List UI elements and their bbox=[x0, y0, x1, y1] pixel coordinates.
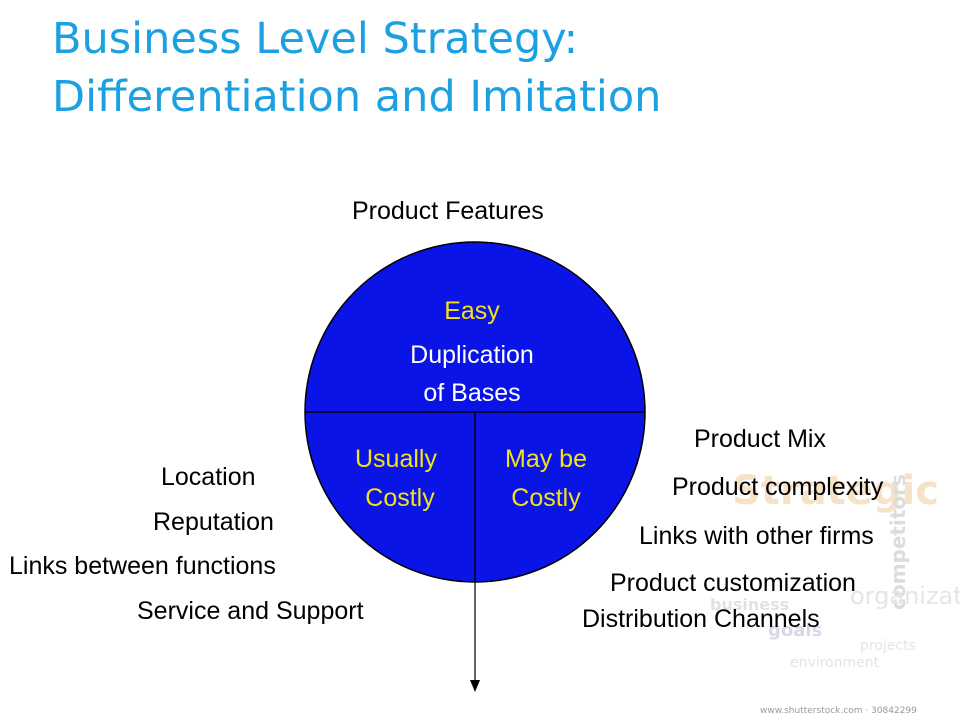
circle-text-duplication: Duplication bbox=[410, 341, 534, 369]
slide-title: Business Level Strategy: Differentiation… bbox=[52, 10, 912, 126]
circle-text-may-be: May be bbox=[505, 445, 587, 473]
circle-text-usually: Usually bbox=[355, 445, 437, 473]
wc-word-organization: organization bbox=[850, 582, 960, 610]
watermark-footer: www.shutterstock.com · 30842299 bbox=[760, 706, 917, 716]
right-label-distribution-channels: Distribution Channels bbox=[582, 605, 820, 633]
circle-text-of-bases: of Bases bbox=[423, 379, 520, 407]
circle-text-usually-costly: Costly bbox=[365, 484, 435, 512]
downward-arrow-head bbox=[470, 680, 480, 692]
slide-title-line-2: Differentiation and Imitation bbox=[52, 72, 662, 122]
right-label-product-customization: Product customization bbox=[610, 569, 856, 597]
wc-word-business: business bbox=[710, 595, 790, 614]
right-label-product-complexity: Product complexity bbox=[672, 473, 884, 501]
wc-word-strategic: Strategic bbox=[732, 468, 939, 514]
background-word-cloud: Strategic objectives competitors organiz… bbox=[640, 460, 960, 720]
left-label-reputation: Reputation bbox=[153, 508, 274, 536]
left-label-service-and-support: Service and Support bbox=[137, 597, 364, 625]
left-label-location: Location bbox=[161, 463, 256, 491]
wc-word-environment: environment bbox=[790, 655, 880, 671]
right-label-links-with-other-firms: Links with other firms bbox=[639, 522, 874, 550]
slide-title-line-1: Business Level Strategy: bbox=[52, 14, 579, 64]
wc-word-goals: goals bbox=[768, 620, 823, 641]
top-label-product-features: Product Features bbox=[352, 197, 544, 225]
wc-word-projects: projects bbox=[860, 638, 916, 654]
right-label-product-mix: Product Mix bbox=[694, 425, 826, 453]
circle-text-may-be-costly: Costly bbox=[511, 484, 581, 512]
circle-text-easy: Easy bbox=[444, 297, 500, 325]
left-label-links-between-functions: Links between functions bbox=[9, 552, 276, 580]
